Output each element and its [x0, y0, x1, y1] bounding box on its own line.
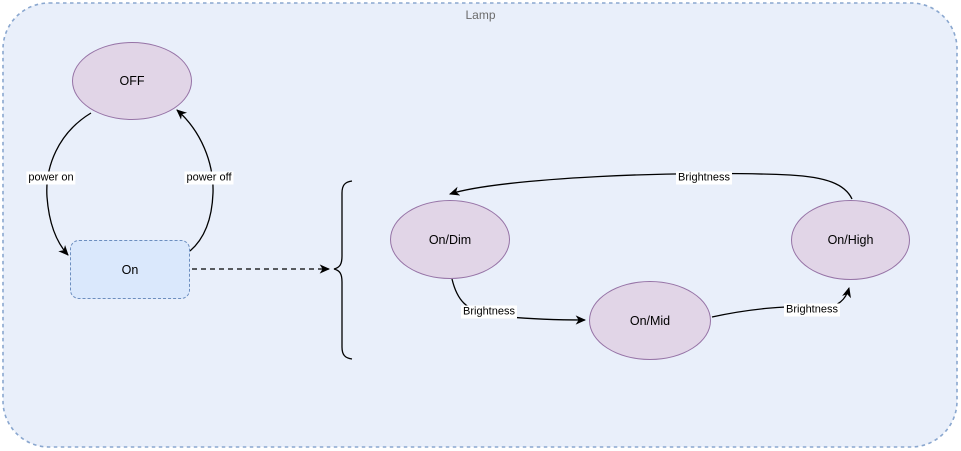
lamp-container-title: Lamp: [465, 8, 496, 22]
edge-label-power-off[interactable]: power off: [184, 171, 234, 185]
edge-power-on[interactable]: [46, 112, 92, 256]
state-on-high[interactable]: On/High: [791, 200, 910, 280]
edge-label-brightness-high-to-dim[interactable]: Brightness: [676, 171, 732, 185]
edge-label-power-on[interactable]: power on: [26, 171, 76, 185]
state-on-mid-label: On/Mid: [629, 313, 671, 328]
edge-power-off[interactable]: [176, 109, 214, 252]
state-off[interactable]: OFF: [72, 42, 192, 120]
state-on-label: On: [121, 262, 139, 277]
edge-label-brightness-mid-to-high[interactable]: Brightness: [784, 303, 840, 317]
curly-brace[interactable]: [333, 180, 353, 360]
state-on-dim-label: On/Dim: [428, 232, 472, 247]
state-on[interactable]: On: [70, 240, 190, 299]
edge-label-brightness-dim-to-mid[interactable]: Brightness: [461, 305, 517, 319]
state-on-high-label: On/High: [827, 233, 874, 247]
state-off-label: OFF: [119, 74, 145, 88]
state-on-dim[interactable]: On/Dim: [390, 200, 510, 279]
state-on-mid[interactable]: On/Mid: [589, 281, 711, 360]
